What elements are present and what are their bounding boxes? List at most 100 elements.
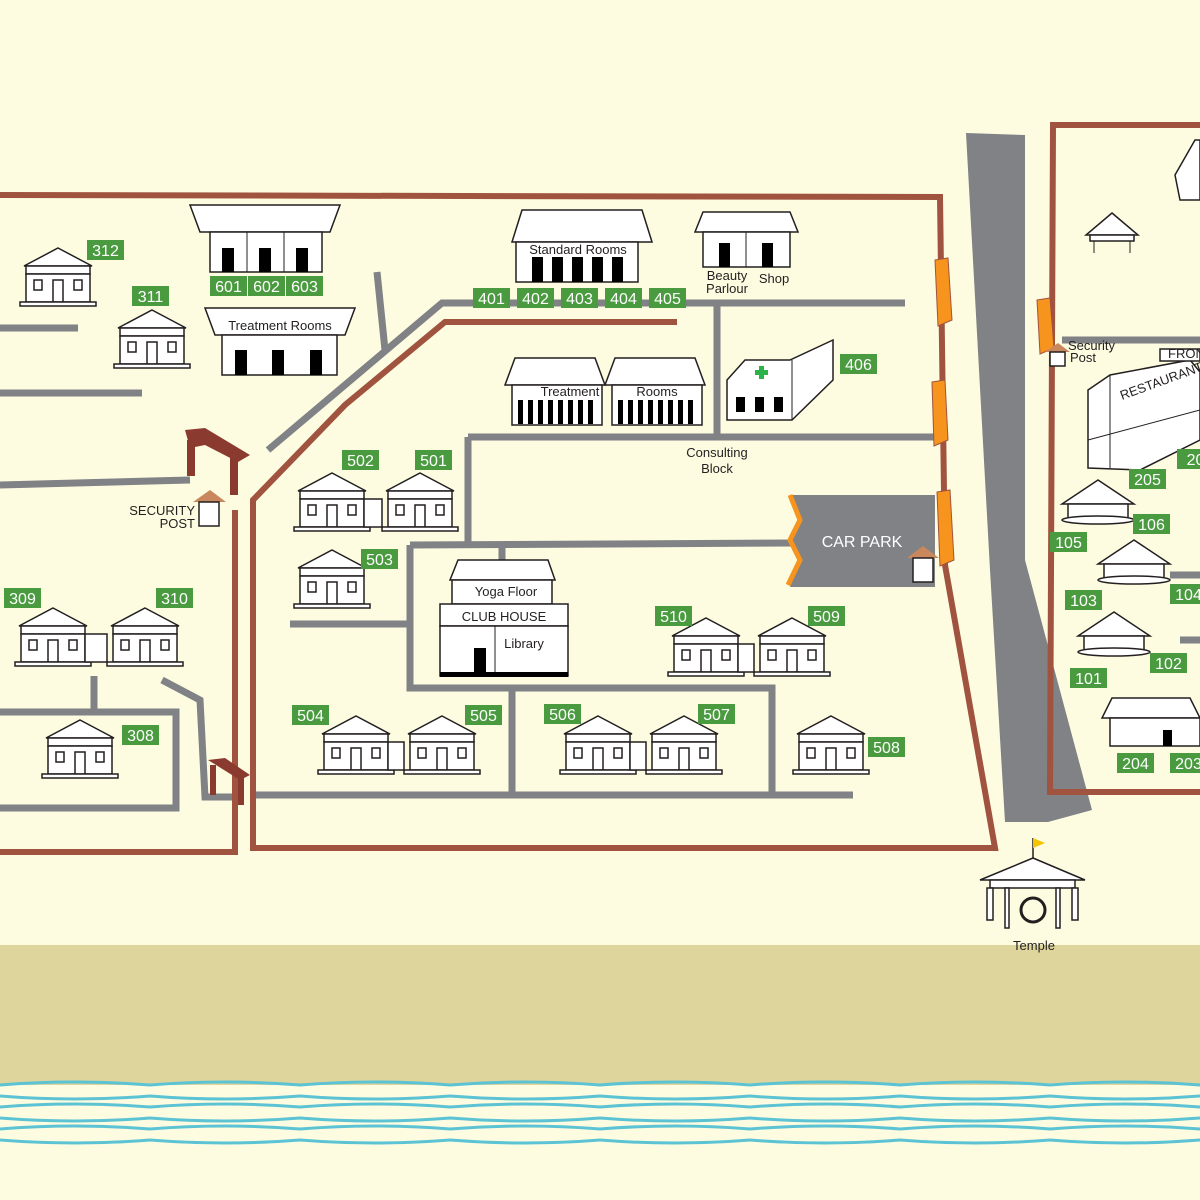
room-tag-503[interactable]: 503 (361, 549, 398, 569)
duplex-510-509-b (753, 617, 831, 677)
cottage-508 (792, 715, 870, 775)
duplex-504-505-a (317, 715, 395, 775)
room-number: 603 (291, 279, 318, 296)
road-gates (931, 257, 1055, 567)
security-post-small-label: Security (1068, 338, 1115, 353)
room-tag-601[interactable]: 601 (210, 276, 247, 296)
shop-label: Shop (759, 271, 789, 286)
room-tag-508[interactable]: 508 (868, 737, 905, 757)
beauty-parlour-label-2: Parlour (706, 281, 749, 296)
duplex-309-310-a (14, 607, 92, 667)
room-tag-502[interactable]: 502 (342, 450, 379, 470)
cottage-308 (41, 719, 119, 779)
room-number: 101 (1075, 671, 1102, 688)
room-tag-103[interactable]: 103 (1065, 590, 1102, 610)
consulting-block-building (726, 338, 834, 421)
restaurant-building (1087, 348, 1200, 471)
room-number: 504 (297, 708, 324, 725)
room-number: 310 (161, 591, 188, 608)
room-number: 205 (1134, 472, 1161, 489)
room-tag-602[interactable]: 602 (248, 276, 285, 296)
room-tag-105[interactable]: 105 (1050, 532, 1087, 552)
room-tag-404[interactable]: 404 (605, 288, 642, 308)
room-number: 405 (654, 291, 681, 308)
room-tag-310[interactable]: 310 (156, 588, 193, 608)
cottage-312 (19, 247, 97, 307)
room-number: 404 (610, 291, 637, 308)
car-park-label: CAR PARK (822, 534, 903, 551)
duplex-309-310-b (106, 607, 184, 667)
gazebo-icon (1083, 139, 1200, 253)
room-tag-205[interactable]: 205 (1129, 469, 1166, 489)
security-post-small-label-2: Post (1070, 350, 1096, 365)
room-number: 506 (549, 707, 576, 724)
room-number: 308 (127, 728, 154, 745)
duplex-504-505-b (403, 715, 481, 775)
beauty-parlour-shop-building (693, 211, 800, 268)
security-post-label: SECURITY (129, 503, 195, 518)
room-tag-203[interactable]: 203 (1170, 753, 1200, 773)
room-number: 204 (1122, 756, 1149, 773)
room-number: 203 (1175, 756, 1200, 773)
room-tag-312[interactable]: 312 (87, 240, 124, 260)
security-post-label-2: POST (160, 516, 195, 531)
room-number: 105 (1055, 535, 1082, 552)
room-tag-311[interactable]: 311 (132, 286, 169, 306)
room-number: 104 (1175, 587, 1200, 604)
hut-103-104 (1095, 539, 1173, 585)
room-number: 503 (366, 552, 393, 569)
club-house-building (439, 559, 569, 677)
room-tag-507[interactable]: 507 (698, 704, 735, 724)
hut-105-106 (1059, 479, 1137, 525)
yoga-floor-label: Yoga Floor (475, 584, 538, 599)
room-tag-501[interactable]: 501 (415, 450, 452, 470)
cottage-503 (293, 549, 371, 609)
sea-waves (0, 1080, 1200, 1145)
room-tag-106[interactable]: 106 (1133, 514, 1170, 534)
room-number: 601 (215, 279, 242, 296)
cottage-204 (1100, 697, 1200, 747)
room-number: 403 (566, 291, 593, 308)
room-tag-20[interactable]: 20 (1177, 449, 1200, 469)
room-tag-505[interactable]: 505 (465, 705, 502, 725)
room-tag-204[interactable]: 204 (1117, 753, 1154, 773)
room-tag-405[interactable]: 405 (649, 288, 686, 308)
room-tag-308[interactable]: 308 (122, 725, 159, 745)
room-number: 311 (138, 289, 164, 306)
room-tag-101[interactable]: 101 (1070, 668, 1107, 688)
room-tag-104[interactable]: 104 (1170, 584, 1200, 604)
front-desk-label: FRONT DE (1168, 346, 1200, 361)
duplex-506-507-b (645, 715, 723, 775)
beauty-parlour-label: Beauty (707, 268, 748, 283)
standard-rooms-building (510, 209, 654, 283)
room-tag-509[interactable]: 509 (808, 606, 845, 626)
duplex-504-505-link (387, 741, 405, 771)
duplex-506-507-a (559, 715, 637, 775)
internal-roads (0, 271, 1200, 812)
room-tag-401[interactable]: 401 (473, 288, 510, 308)
room-tag-506[interactable]: 506 (544, 704, 581, 724)
room-number: 507 (703, 707, 730, 724)
room-tag-309[interactable]: 309 (4, 588, 41, 608)
room-tag-406[interactable]: 406 (840, 354, 877, 374)
temple-icon (979, 838, 1086, 929)
room-tag-403[interactable]: 403 (561, 288, 598, 308)
duplex-309-310-link (84, 633, 108, 663)
treatment-label: Treatment (541, 384, 600, 399)
duplex-502-501-link (363, 498, 383, 528)
room-number: 502 (347, 453, 374, 470)
room-tag-510[interactable]: 510 (655, 606, 692, 626)
room-number: 509 (813, 609, 840, 626)
room-tag-504[interactable]: 504 (292, 705, 329, 725)
room-number: 401 (478, 291, 505, 308)
room-number: 602 (253, 279, 280, 296)
room-number: 510 (660, 609, 687, 626)
room-tag-603[interactable]: 603 (286, 276, 323, 296)
room-number: 106 (1138, 517, 1165, 534)
duplex-510-509-link (737, 643, 755, 673)
room-number: 505 (470, 708, 497, 725)
room-tag-402[interactable]: 402 (517, 288, 554, 308)
duplex-502-501-a (293, 472, 371, 532)
room-tag-102[interactable]: 102 (1150, 653, 1187, 673)
